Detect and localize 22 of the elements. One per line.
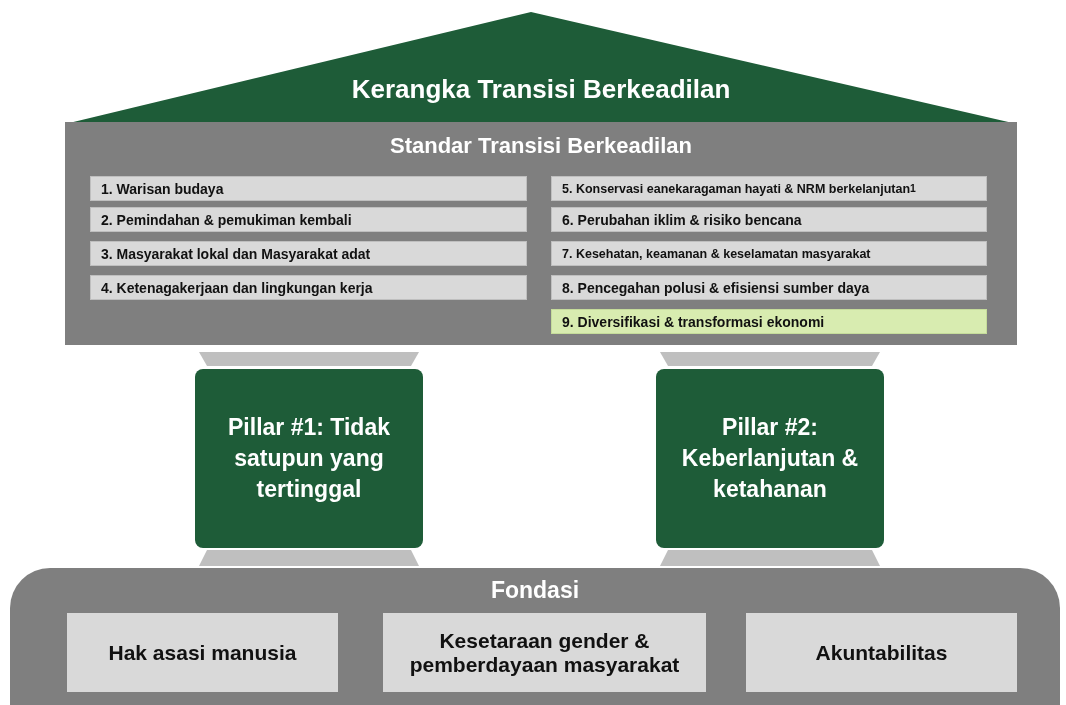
panel-heading: Standar Transisi Berkeadilan	[389, 133, 693, 159]
pillar-base	[199, 550, 419, 566]
standard-item: 4. Ketenagakerjaan dan lingkungan kerja	[90, 275, 527, 300]
standard-item: 9. Diversifikasi & transformasi ekonomi	[551, 309, 987, 334]
pillar-block: Pillar #2: Keberlanjutan & ketahanan	[656, 369, 884, 548]
foundation-item: Kesetaraan gender & pemberdayaan masyarakat	[383, 613, 706, 692]
standard-item: 7. Kesehatan, keamanan & keselamatan masyarakat	[551, 241, 987, 266]
standards-panel	[65, 122, 1017, 345]
foundation-item: Akuntabilitas	[746, 613, 1017, 692]
pillar-base	[660, 550, 880, 566]
standard-item: 1. Warisan budaya	[90, 176, 527, 201]
standard-item: 3. Masyarakat lokal dan Masyarakat adat	[90, 241, 527, 266]
roof-title: Kerangka Transisi Berkeadilan	[350, 74, 732, 105]
pillar-capital	[660, 352, 880, 366]
foundation-item: Hak asasi manusia	[67, 613, 338, 692]
foundation-heading: Fondasi	[489, 577, 581, 604]
standard-item: 2. Pemindahan & pemukiman kembali	[90, 207, 527, 232]
foundation-panel	[10, 568, 1060, 705]
pillar-block: Pillar #1: Tidak satupun yang tertinggal	[195, 369, 423, 548]
pillar-capital	[199, 352, 419, 366]
standard-item: 8. Pencegahan polusi & efisiensi sumber daya	[551, 275, 987, 300]
standard-item: 6. Perubahan iklim & risiko bencana	[551, 207, 987, 232]
